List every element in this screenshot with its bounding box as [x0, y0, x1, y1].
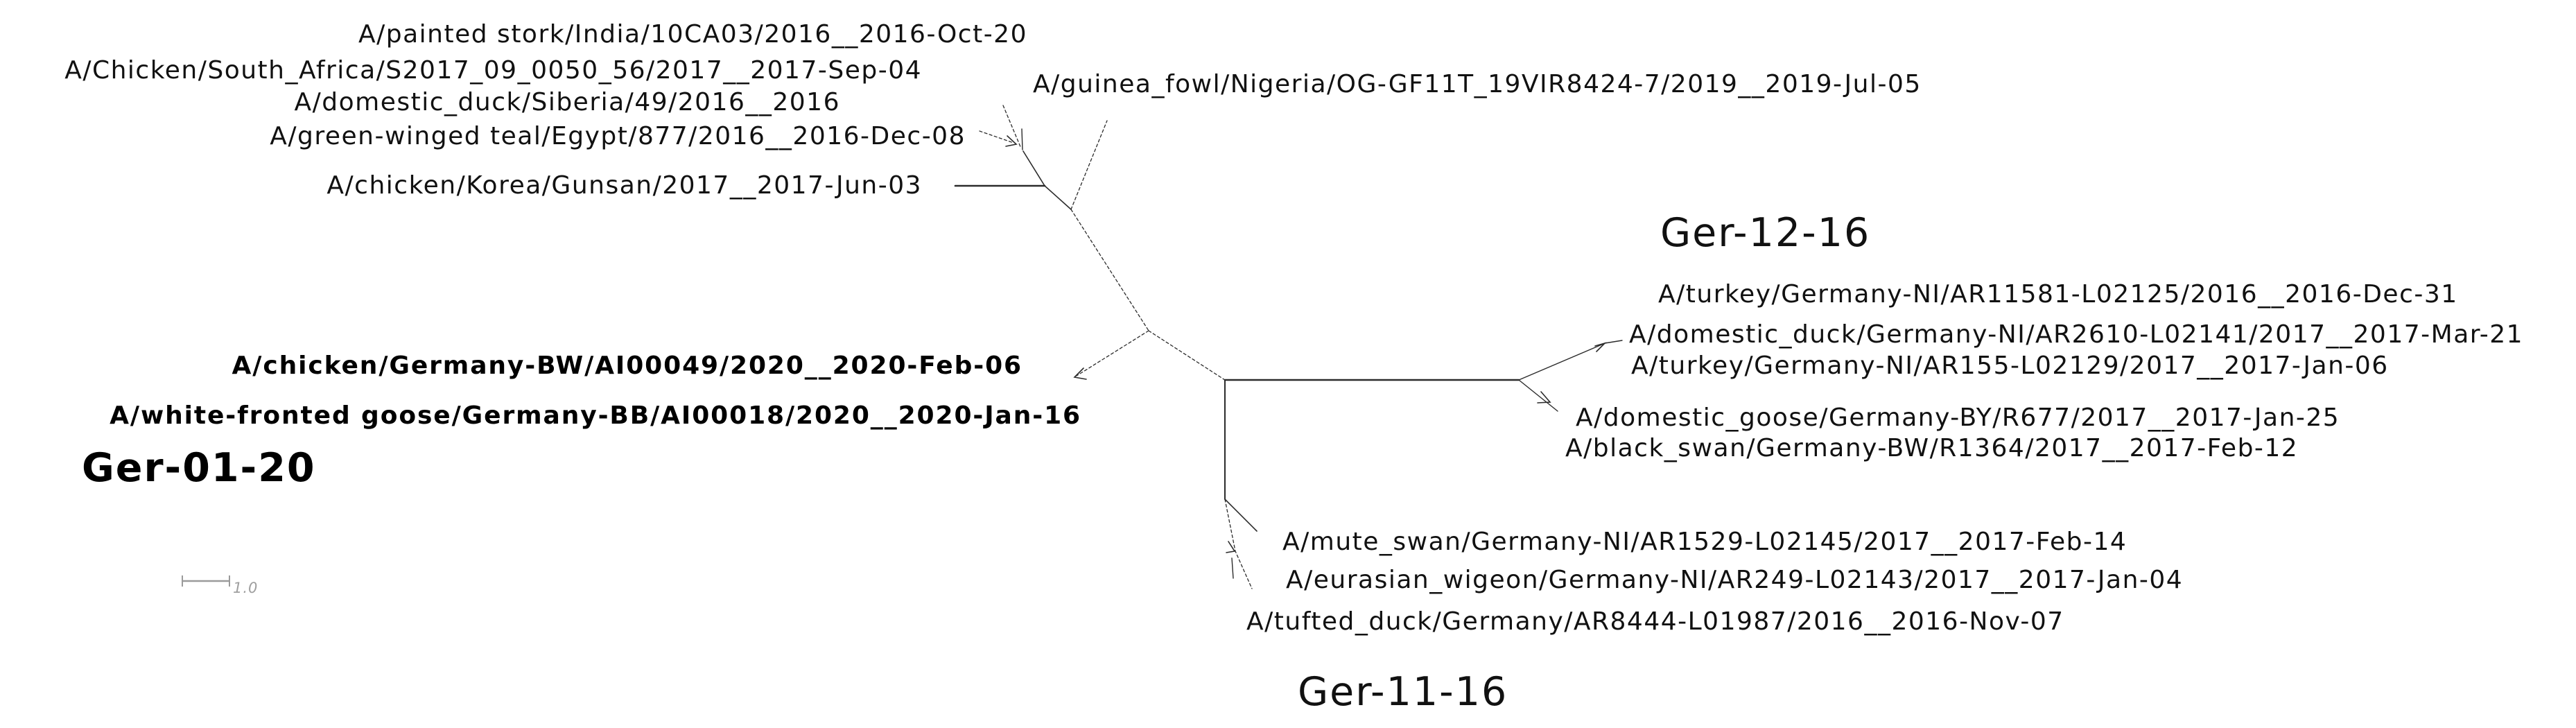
- scale-bar-label: 1.0: [233, 580, 259, 596]
- taxon-label-guinea-fowl-nigeria: A/guinea_fowl/Nigeria/OG-GF11T_19VIR8424…: [1033, 70, 1922, 99]
- branch-line-ger-12-16-lower: [1518, 379, 1558, 412]
- branch-line: [979, 130, 1014, 144]
- clade-header-ger-12-16: Ger-12-16: [1660, 210, 1871, 256]
- branch-line: [1070, 209, 1149, 331]
- clade-header-ger-01-20: Ger-01-20: [82, 445, 316, 491]
- branch-line: [1002, 105, 1022, 149]
- taxon-label-domestic-duck-ar2610: A/domestic_duck/Germany-NI/AR2610-L02141…: [1629, 320, 2524, 349]
- taxon-label-mute-swan-ar1529: A/mute_swan/Germany-NI/AR1529-L02145/201…: [1282, 528, 2127, 557]
- branch-line: [1148, 330, 1226, 381]
- arrowhead-icon: [1073, 367, 1087, 380]
- branch-tick: [1604, 340, 1623, 344]
- branch-line-mute-swan: [1224, 499, 1257, 532]
- taxon-label-chicken-south-africa: A/Chicken/South_Africa/S2017_09_0050_56/…: [64, 56, 922, 85]
- taxon-label-black-swan-r1364: A/black_swan/Germany-BW/R1364/2017__2017…: [1565, 434, 2299, 463]
- branch-line-ger-11-16-lower: [1224, 499, 1253, 589]
- arrowhead-icon: [1005, 135, 1018, 147]
- branch-line-ger-01-20: [1076, 330, 1149, 376]
- taxon-label-turkey-ar155: A/turkey/Germany-NI/AR155-L02129/2017__2…: [1631, 352, 2389, 381]
- arrowhead-icon: [1537, 391, 1551, 404]
- taxon-label-domestic-goose-r677: A/domestic_goose/Germany-BY/R677/2017__2…: [1576, 404, 2340, 433]
- taxon-label-domestic-duck-siberia: A/domestic_duck/Siberia/49/2016__2016: [294, 88, 840, 117]
- taxon-label-painted-stork: A/painted stork/India/10CA03/2016__2016-…: [358, 20, 1027, 49]
- taxon-label-green-winged-teal: A/green-winged teal/Egypt/877/2016__2016…: [270, 122, 966, 151]
- taxon-label-eurasian-wigeon-ar249: A/eurasian_wigeon/Germany-NI/AR249-L0214…: [1286, 566, 2184, 595]
- arrowhead-icon: [1594, 342, 1607, 352]
- taxon-label-turkey-ar11581: A/turkey/Germany-NI/AR11581-L02125/2016_…: [1658, 280, 2458, 309]
- branch-tick: [1231, 557, 1234, 579]
- scale-bar: [182, 575, 230, 587]
- branch-line-ger-12-16-upper: [1518, 343, 1604, 381]
- branch-line: [1022, 150, 1072, 210]
- arrowhead-icon: [1226, 541, 1236, 553]
- taxon-label-chicken-korea-gunsan: A/chicken/Korea/Gunsan/2017__2017-Jun-03: [327, 171, 922, 200]
- clade-header-ger-11-16: Ger-11-16: [1298, 669, 1508, 715]
- taxon-label-chicken-germany-bw: A/chicken/Germany-BW/AI00049/2020__2020-…: [232, 352, 1022, 381]
- taxon-label-white-fronted-goose: A/white-fronted goose/Germany-BB/AI00018…: [110, 401, 1081, 431]
- taxon-label-tufted-duck-ar8444: A/tufted_duck/Germany/AR8444-L01987/2016…: [1246, 607, 2064, 636]
- branch-line-guinea-fowl: [1070, 120, 1108, 210]
